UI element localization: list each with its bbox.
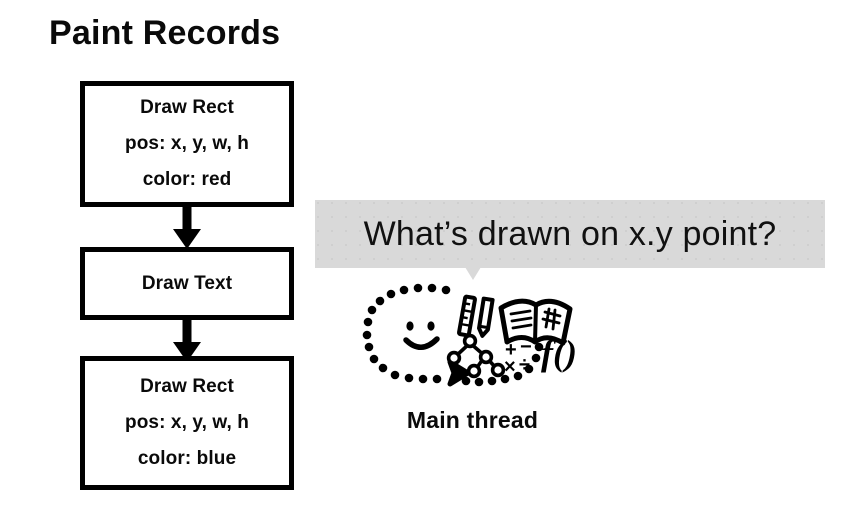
function-notation-icon: f() (541, 333, 577, 373)
paint-record-box-draw-rect-red: Draw Rect pos: x, y, w, h color: red (80, 81, 294, 207)
paint-record-box-draw-text: Draw Text (80, 247, 294, 320)
record-line-command: Draw Text (141, 272, 233, 294)
main-thread-thinking-doodle: + − × ÷ f() (362, 283, 577, 387)
math-symbol-plus: + (505, 339, 517, 361)
math-symbols-icon: + − × ÷ (504, 336, 532, 378)
flow-arrow-down-2 (173, 318, 201, 362)
main-thread-label: Main thread (406, 407, 539, 433)
open-book-icon (498, 298, 573, 346)
ruler-icon (457, 294, 477, 338)
math-symbol-minus: − (520, 336, 532, 358)
dotted-loop-icon (362, 283, 544, 387)
math-symbol-times: × (504, 356, 516, 378)
record-line-color: color: red (142, 169, 232, 190)
pencil-icon (477, 296, 495, 338)
tree-graph-icon (446, 333, 506, 379)
page-title: Paint Records (49, 14, 281, 52)
flow-arrow-down-1 (173, 205, 201, 249)
smiley-face-icon (403, 321, 440, 350)
record-line-position: pos: x, y, w, h (125, 133, 249, 154)
record-line-command: Draw Rect (140, 376, 234, 397)
record-line-color: color: blue (137, 448, 237, 469)
record-line-position: pos: x, y, w, h (125, 412, 249, 433)
question-text: What’s drawn on x.y point? (363, 215, 777, 253)
paint-record-box-draw-rect-blue: Draw Rect pos: x, y, w, h color: blue (80, 356, 294, 490)
speech-bubble-tail-icon (465, 267, 481, 280)
chevron-arrow-icon (447, 359, 471, 387)
math-symbol-divide: ÷ (519, 354, 530, 376)
record-line-command: Draw Rect (140, 97, 234, 118)
question-speech-bubble: What’s drawn on x.y point? (315, 200, 825, 268)
